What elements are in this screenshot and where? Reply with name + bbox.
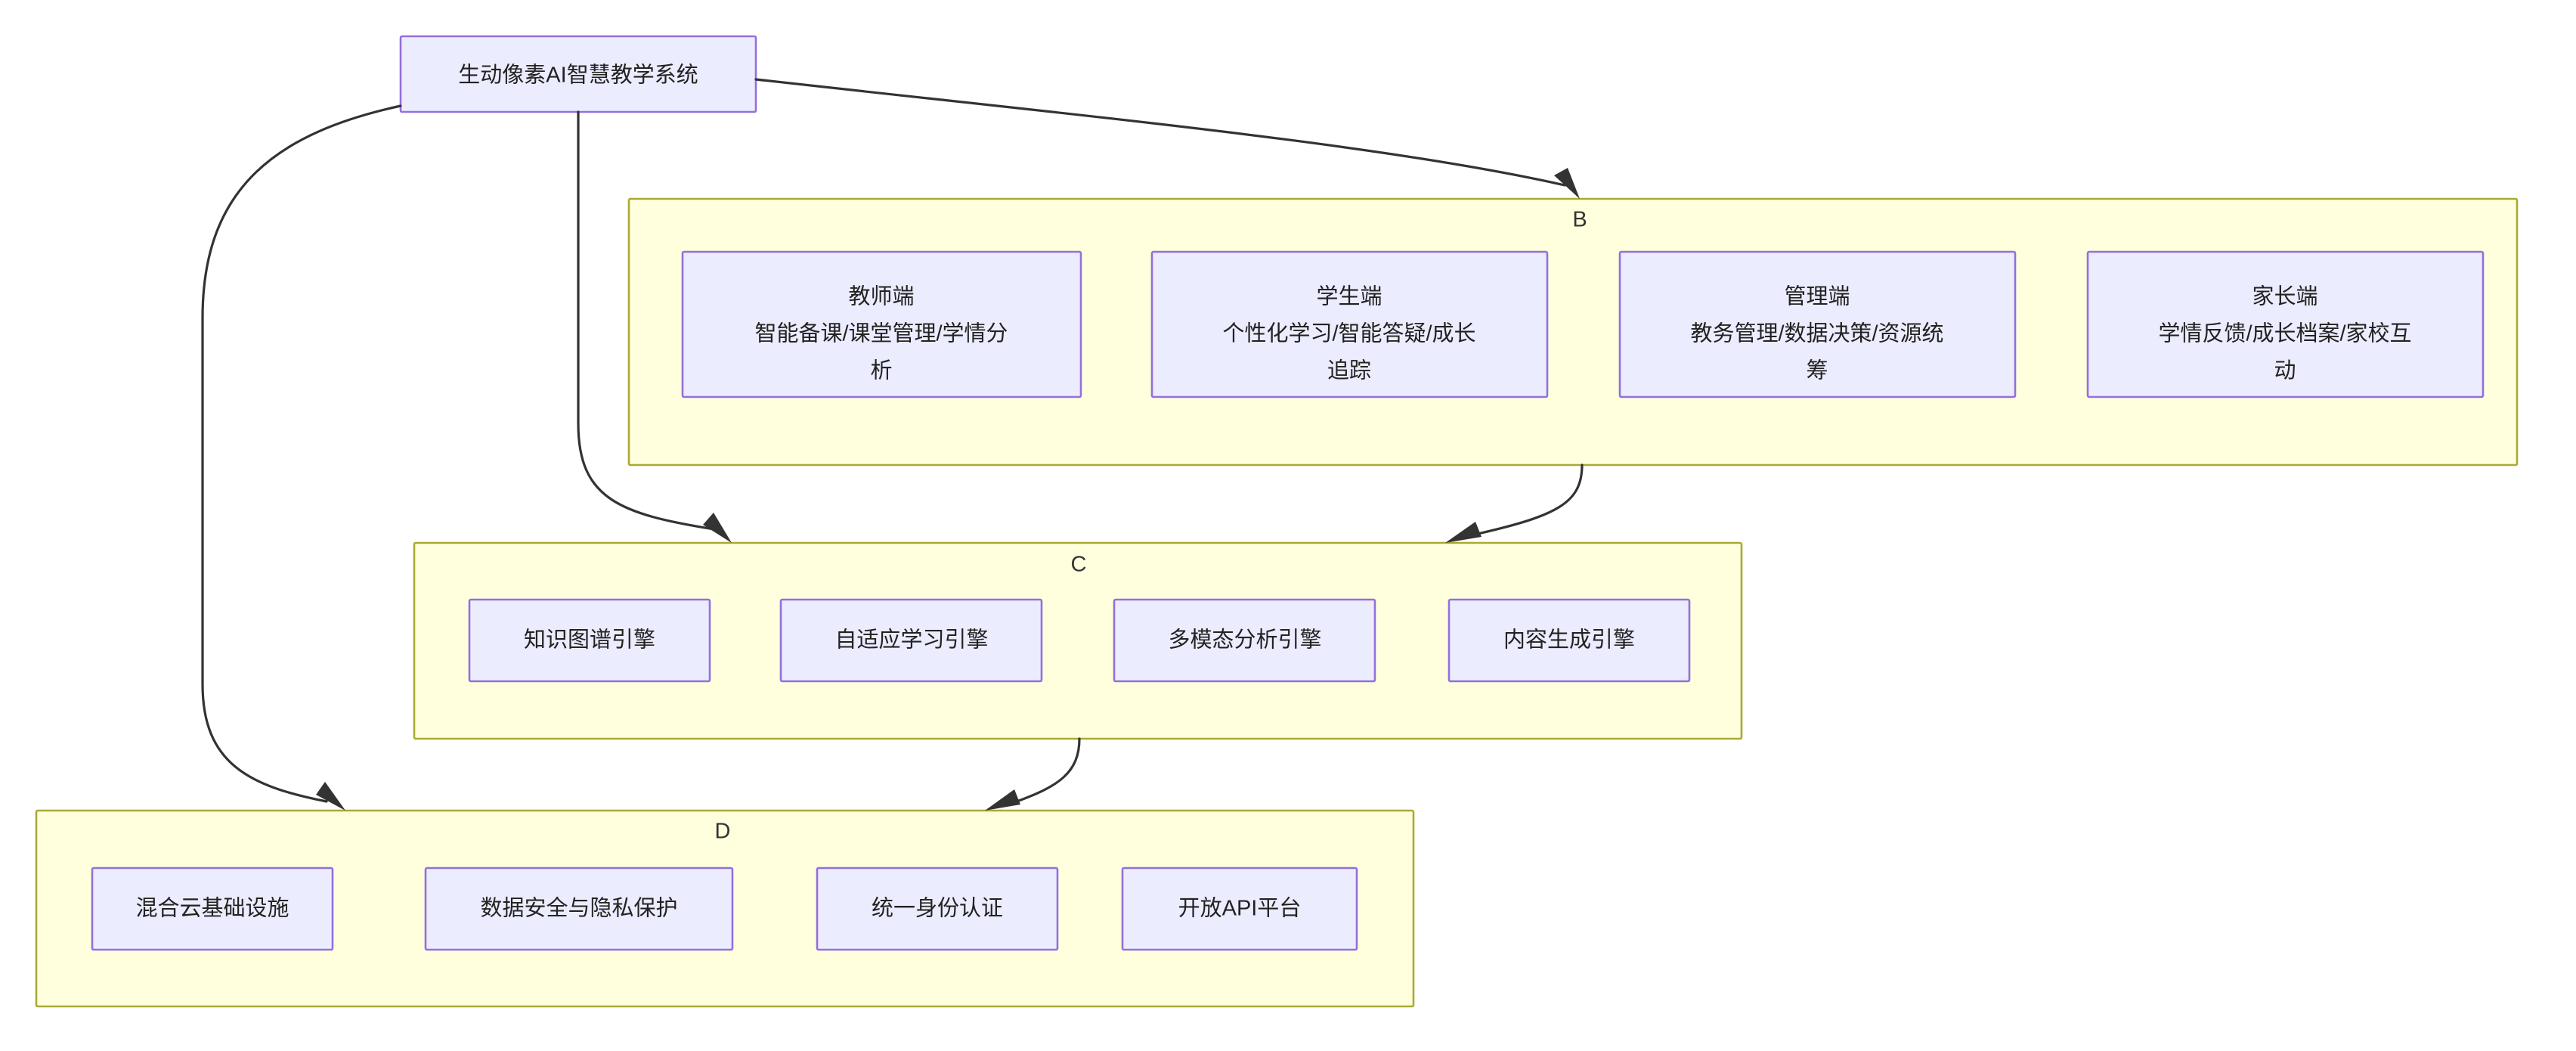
- edge-b-to-c-arrowhead: [1445, 522, 1482, 543]
- node-root[interactable]: 生动像素AI智慧教学系统: [399, 35, 757, 113]
- cluster-b-label: B: [1572, 208, 1587, 232]
- node-d3[interactable]: 统一身份认证: [816, 867, 1059, 951]
- edge-a-to-d: [201, 104, 402, 811]
- edge-c-to-d: [985, 737, 1081, 811]
- edge-a-to-c-arrowhead: [703, 513, 732, 543]
- node-c2[interactable]: 自适应学习引擎: [779, 598, 1043, 683]
- node-c2-label: 自适应学习引擎: [834, 628, 988, 653]
- node-d1-label: 混合云基础设施: [135, 896, 289, 921]
- node-d4[interactable]: 开放API平台: [1121, 867, 1358, 951]
- node-d1-rect[interactable]: [91, 867, 334, 951]
- node-b4-line3: 动: [2274, 359, 2296, 383]
- node-root-label: 生动像素AI智慧教学系统: [458, 63, 698, 88]
- cluster-c-label: C: [1071, 553, 1087, 577]
- node-b1-line2: 智能备课/课堂管理/学情分: [754, 321, 1008, 346]
- edge-a-to-b: [754, 78, 1580, 199]
- node-b3[interactable]: 管理端 教务管理/数据决策/资源统 筹: [1618, 250, 2017, 398]
- edge-a-to-b-arrowhead: [1554, 168, 1580, 199]
- edge-a-to-c: [577, 110, 732, 543]
- node-c1-label: 知识图谱引擎: [524, 628, 655, 653]
- node-c3-rect[interactable]: [1113, 598, 1376, 683]
- node-c3-label: 多模态分析引擎: [1168, 628, 1321, 653]
- node-b3-rect[interactable]: [1618, 250, 2017, 398]
- edge-a-to-c-path: [577, 110, 716, 531]
- edge-b-to-c: [1445, 463, 1584, 543]
- edge-a-to-b-path: [754, 78, 1566, 187]
- node-b2-line3: 追踪: [1327, 358, 1371, 383]
- node-d3-label: 统一身份认证: [872, 896, 1003, 921]
- edge-a-to-d-arrowhead: [316, 782, 345, 811]
- node-d3-rect[interactable]: [816, 867, 1059, 951]
- node-d1[interactable]: 混合云基础设施: [91, 867, 334, 951]
- cluster-c[interactable]: C 知识图谱引擎 自适应学习引擎 多模态分析引擎 内容生成引擎: [413, 541, 1743, 740]
- node-c1-rect[interactable]: [468, 598, 711, 683]
- edge-a-to-d-path: [201, 104, 402, 803]
- node-c3[interactable]: 多模态分析引擎: [1113, 598, 1376, 683]
- node-c4-label: 内容生成引擎: [1503, 628, 1635, 653]
- node-d4-label: 开放API平台: [1178, 896, 1302, 921]
- node-b2[interactable]: 学生端 个性化学习/智能答疑/成长 追踪: [1150, 250, 1549, 398]
- node-b1-line1: 教师端: [848, 284, 914, 309]
- node-b2-line1: 学生端: [1316, 284, 1382, 309]
- cluster-b[interactable]: B 教师端 智能备课/课堂管理/学情分 析 学生端 个性化学习/智能答疑/成长 …: [627, 197, 2519, 467]
- node-b4-line2: 学情反馈/成长档案/家校互: [2158, 321, 2411, 346]
- node-d4-rect[interactable]: [1121, 867, 1358, 951]
- node-b2-line2: 个性化学习/智能答疑/成长: [1222, 321, 1475, 346]
- edge-c-to-d-arrowhead: [985, 789, 1020, 811]
- node-b1-line3: 析: [870, 358, 892, 383]
- node-b1-rect[interactable]: [681, 250, 1082, 398]
- cluster-b-rect[interactable]: [627, 197, 2519, 467]
- node-b2-rect[interactable]: [1150, 250, 1549, 398]
- node-c2-rect[interactable]: [779, 598, 1043, 683]
- node-b4-line1: 家长端: [2252, 284, 2317, 309]
- node-d2-label: 数据安全与隐私保护: [480, 896, 677, 921]
- node-d2-rect[interactable]: [424, 867, 734, 951]
- node-b1[interactable]: 教师端 智能备课/课堂管理/学情分 析: [681, 250, 1082, 398]
- node-b3-line2: 教务管理/数据决策/资源统: [1690, 321, 1943, 346]
- node-c1[interactable]: 知识图谱引擎: [468, 598, 711, 683]
- cluster-c-rect[interactable]: [413, 541, 1743, 740]
- edge-c-to-d-path: [1015, 737, 1081, 803]
- node-b3-line1: 管理端: [1784, 284, 1850, 309]
- cluster-d[interactable]: D 混合云基础设施 数据安全与隐私保护 统一身份认证 开放API平台: [35, 809, 1415, 1008]
- node-b3-line3: 筹: [1806, 358, 1828, 383]
- node-b4-rect[interactable]: [2086, 250, 2485, 398]
- node-d2[interactable]: 数据安全与隐私保护: [424, 867, 734, 951]
- node-b4[interactable]: 家长端 学情反馈/成长档案/家校互 动: [2086, 250, 2485, 398]
- node-c4-rect[interactable]: [1447, 598, 1691, 683]
- edge-b-to-c-path: [1476, 463, 1584, 535]
- node-c4[interactable]: 内容生成引擎: [1447, 598, 1691, 683]
- cluster-d-label: D: [715, 820, 731, 844]
